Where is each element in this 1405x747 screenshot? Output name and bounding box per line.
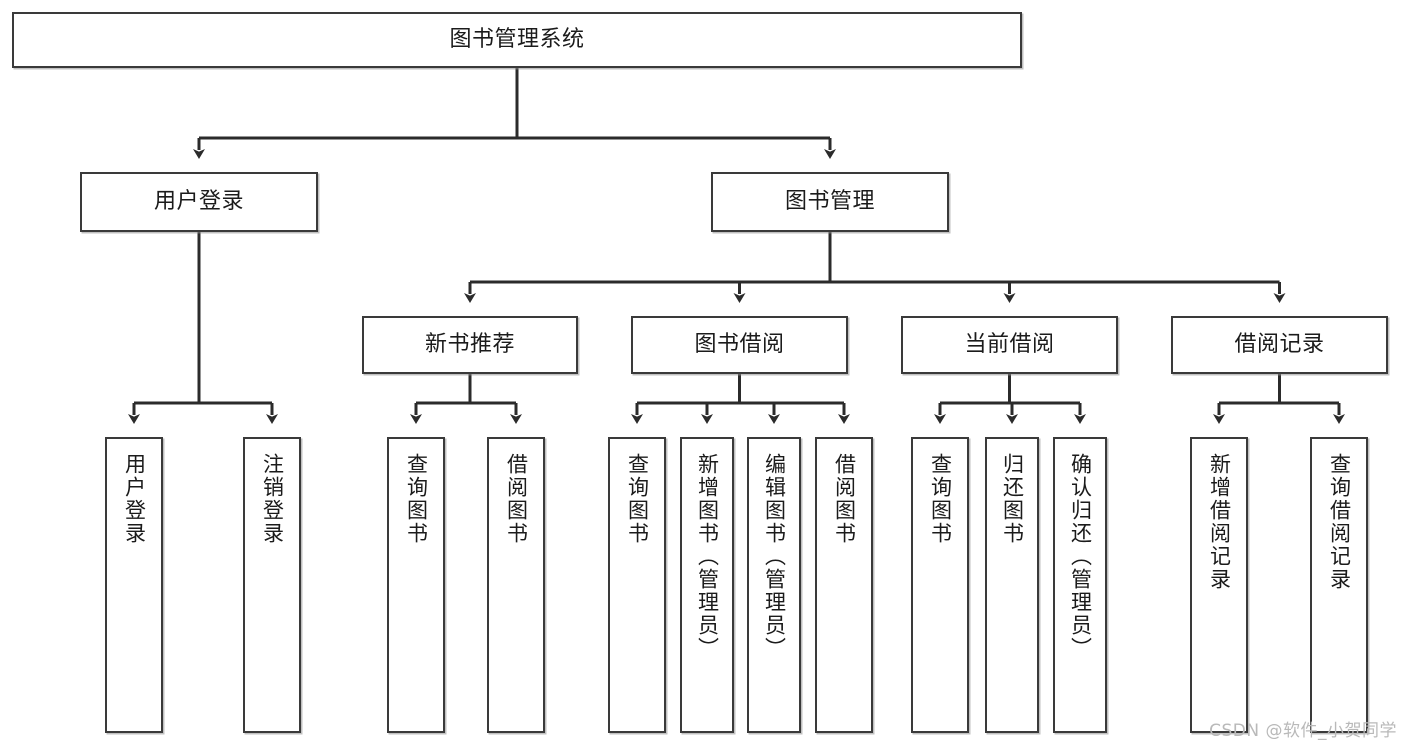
node-label-book-admin: 图书管理: [784, 188, 875, 214]
node-label-leaf-rec-borrow: 借阅图书: [504, 453, 529, 545]
node-leaf-rec-search[interactable]: 查询借阅记录: [1310, 437, 1368, 733]
node-leaf-user-logout[interactable]: 注销登录: [243, 437, 301, 733]
node-leaf-borrow-add[interactable]: 新增图书（管理员）: [680, 437, 734, 733]
node-label-user-login: 用户登录: [153, 188, 244, 214]
node-leaf-rec-borrow[interactable]: 借阅图书: [487, 437, 545, 733]
node-book-admin[interactable]: 图书管理: [711, 172, 949, 232]
node-new-book-rec[interactable]: 新书推荐: [362, 316, 578, 374]
node-leaf-user-login[interactable]: 用户登录: [105, 437, 163, 733]
node-label-leaf-user-logout: 注销登录: [260, 453, 285, 545]
node-label-borrow-record: 借阅记录: [1234, 331, 1325, 357]
node-leaf-borrow-query[interactable]: 查询图书: [608, 437, 666, 733]
node-leaf-rec-query[interactable]: 查询图书: [387, 437, 445, 733]
node-label-leaf-rec-add: 新增借阅记录: [1207, 453, 1232, 591]
node-current-borrow[interactable]: 当前借阅: [901, 316, 1118, 374]
node-label-leaf-cur-confirm: 确认归还（管理员）: [1068, 453, 1093, 660]
node-book-borrow[interactable]: 图书借阅: [631, 316, 848, 374]
node-label-new-book-rec: 新书推荐: [424, 331, 515, 357]
node-label-leaf-borrow-add: 新增图书（管理员）: [695, 453, 720, 660]
node-leaf-rec-add[interactable]: 新增借阅记录: [1190, 437, 1248, 733]
node-root[interactable]: 图书管理系统: [12, 12, 1022, 68]
node-label-current-borrow: 当前借阅: [964, 331, 1055, 357]
node-label-book-borrow: 图书借阅: [694, 331, 785, 357]
node-borrow-record[interactable]: 借阅记录: [1171, 316, 1388, 374]
node-label-leaf-user-login: 用户登录: [122, 453, 147, 545]
node-label-root: 图书管理系统: [449, 26, 585, 52]
node-leaf-cur-confirm[interactable]: 确认归还（管理员）: [1053, 437, 1107, 733]
node-label-leaf-rec-search: 查询借阅记录: [1327, 453, 1352, 591]
node-label-leaf-borrow-do: 借阅图书: [832, 453, 857, 545]
node-label-leaf-borrow-query: 查询图书: [625, 453, 650, 545]
node-leaf-borrow-edit[interactable]: 编辑图书（管理员）: [747, 437, 801, 733]
node-leaf-borrow-do[interactable]: 借阅图书: [815, 437, 873, 733]
node-leaf-cur-return[interactable]: 归还图书: [985, 437, 1039, 733]
node-label-leaf-cur-query: 查询图书: [928, 453, 953, 545]
node-label-leaf-rec-query: 查询图书: [404, 453, 429, 545]
node-label-leaf-borrow-edit: 编辑图书（管理员）: [762, 453, 787, 660]
node-leaf-cur-query[interactable]: 查询图书: [911, 437, 969, 733]
node-user-login[interactable]: 用户登录: [80, 172, 318, 232]
node-label-leaf-cur-return: 归还图书: [1000, 453, 1025, 545]
